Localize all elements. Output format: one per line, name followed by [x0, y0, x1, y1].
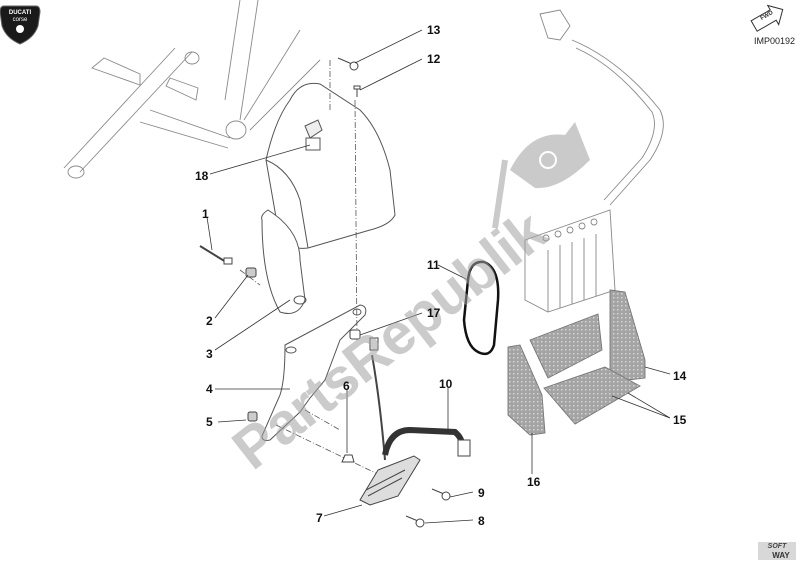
- voltage-regulator: [359, 337, 471, 506]
- forward-arrow-icon: [750, 4, 784, 32]
- battery: [524, 209, 616, 313]
- callout-13[interactable]: 13: [427, 23, 441, 37]
- battery-rubber-pads: [507, 289, 646, 436]
- softway-logo-icon: [758, 542, 796, 560]
- callout-4[interactable]: 4: [206, 382, 213, 396]
- callout-9[interactable]: 9: [478, 486, 485, 500]
- battery-cable: [539, 9, 664, 206]
- callout-11[interactable]: 11: [427, 258, 440, 272]
- corse-logo-text: corse: [12, 17, 28, 23]
- callout-2[interactable]: 2: [206, 314, 213, 328]
- callout-5[interactable]: 5: [206, 415, 213, 429]
- softway-logo-line2: WAY: [772, 551, 790, 560]
- callout-16[interactable]: 16: [527, 475, 541, 489]
- parts-republik-flag-icon: [492, 122, 590, 229]
- callout-1[interactable]: 1: [202, 207, 209, 221]
- reference-code: IMP00192: [754, 36, 796, 46]
- callout-18[interactable]: 18: [195, 169, 209, 183]
- callout-15[interactable]: 15: [673, 413, 687, 427]
- battery-tray: [261, 82, 396, 314]
- ducati-corse-logo-icon: [0, 5, 41, 45]
- hardware-parts: [199, 57, 451, 528]
- frame-subframe: [63, 0, 321, 179]
- callout-12[interactable]: 12: [427, 52, 441, 66]
- callout-10[interactable]: 10: [439, 377, 453, 391]
- callout-17[interactable]: 17: [427, 306, 441, 320]
- regulator-bracket: [261, 304, 367, 441]
- callout-3[interactable]: 3: [206, 347, 213, 361]
- rubber-band-oring: [462, 260, 500, 356]
- callout-14[interactable]: 14: [673, 369, 687, 383]
- ducati-logo-text: DUCATI: [8, 10, 32, 16]
- callout-6[interactable]: 6: [343, 379, 350, 393]
- softway-logo-line1: SOFT: [767, 543, 787, 550]
- callout-8[interactable]: 8: [478, 514, 485, 528]
- callout-7[interactable]: 7: [316, 511, 323, 525]
- leader-lines: [206, 29, 671, 524]
